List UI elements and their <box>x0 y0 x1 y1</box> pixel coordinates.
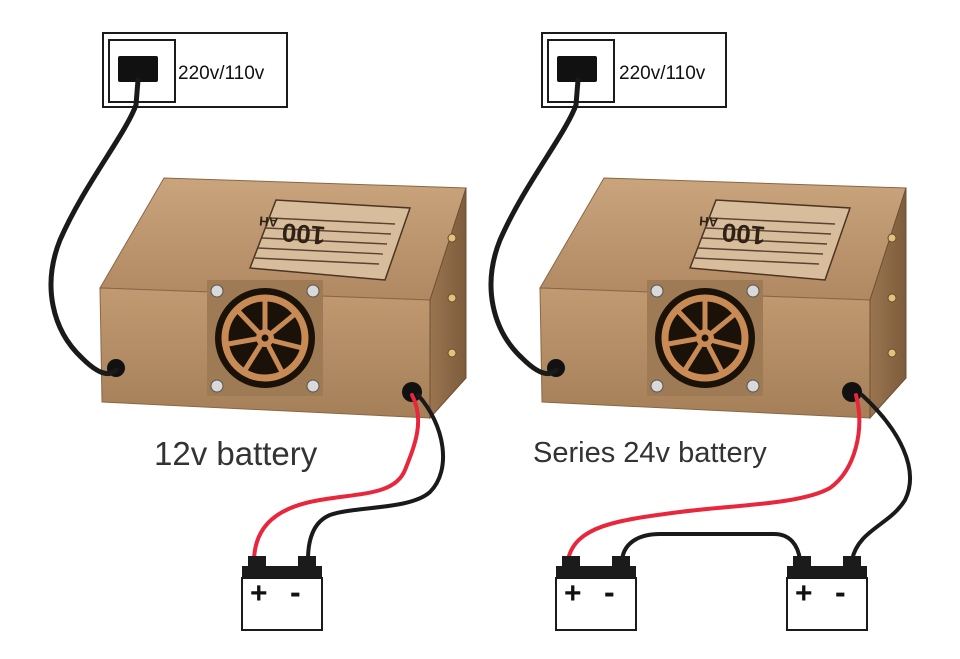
charger-left: 100 AH <box>100 178 466 418</box>
battery-right-1-plus: + <box>564 577 582 610</box>
power-cord-left <box>48 77 141 376</box>
battery-left-plus: + <box>250 577 268 610</box>
battery-right-2-minus: - <box>835 574 846 610</box>
right-panel: 220v/110v 100 AH Series 24v battery + - … <box>488 32 912 631</box>
power-socket-right: 220v/110v <box>541 32 727 108</box>
socket-label-right: 220v/110v <box>619 63 706 84</box>
black-wire-right <box>850 393 912 562</box>
device-label-right: 100 <box>721 217 767 251</box>
device-unit-right: AH <box>699 213 719 230</box>
device-label-left: 100 <box>281 217 327 251</box>
series-link-wire <box>620 532 802 562</box>
socket-label-left: 220v/110v <box>178 63 265 84</box>
battery-left-minus: - <box>290 574 301 610</box>
battery-right-2-plus: + <box>795 577 813 610</box>
charger-right: 100 AH <box>540 178 906 418</box>
battery-right-1: + - <box>555 555 637 631</box>
red-wire-left <box>252 393 421 562</box>
caption-left: 12v battery <box>154 435 318 472</box>
caption-right: Series 24v battery <box>533 437 767 469</box>
device-unit-left: AH <box>259 213 279 230</box>
black-wire-left <box>306 393 445 562</box>
battery-right-2: + - <box>786 555 868 631</box>
power-socket-left: 220v/110v <box>102 32 288 108</box>
left-panel: 220v/110v 100 AH 12v battery + - <box>48 32 466 631</box>
power-cord-right <box>488 77 581 376</box>
battery-left: + - <box>241 555 323 631</box>
battery-right-1-minus: - <box>604 574 615 610</box>
red-wire-right <box>566 393 862 562</box>
